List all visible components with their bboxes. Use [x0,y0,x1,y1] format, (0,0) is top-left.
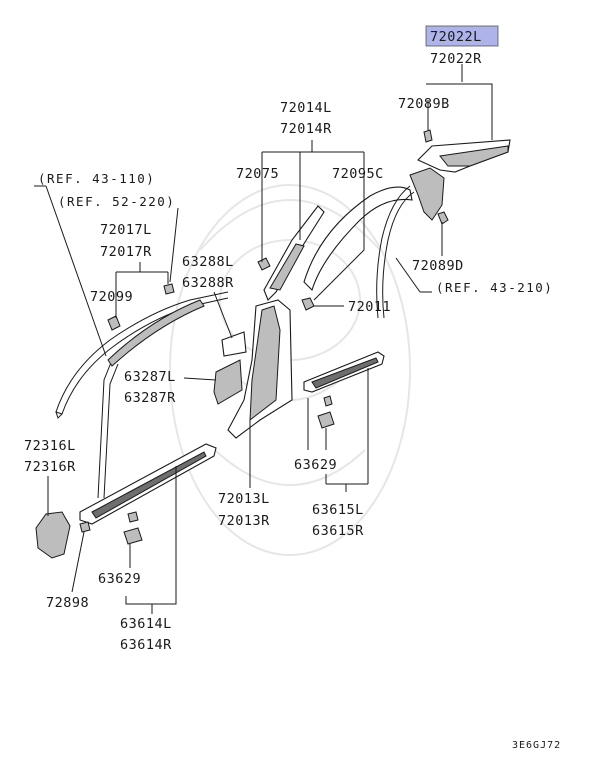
roof-trim-bracket [409,167,445,221]
label-72075[interactable]: 72075 [236,166,279,182]
front-weatherstrip-lower [97,359,113,499]
leader-lines [34,64,493,614]
center-pillar-lower-shade [249,305,281,422]
clip-72075[interactable] [257,257,271,271]
label-72011[interactable]: 72011 [348,299,391,315]
label-72014r[interactable]: 72014R [280,121,332,137]
clip-63629-rear[interactable] [317,411,335,429]
clip-63629-front-top [127,511,139,523]
ref-43-210[interactable]: (REF. 43-210) [436,280,553,295]
label-63615l[interactable]: 63615L [312,502,364,518]
label-72017l[interactable]: 72017L [100,222,152,238]
clip-72898[interactable] [79,521,91,533]
pillar-cover-63287[interactable] [213,359,243,405]
label-72089b[interactable]: 72089B [398,96,450,112]
label-72099[interactable]: 72099 [90,289,133,305]
label-72089d[interactable]: 72089D [412,258,464,274]
highlight-box [425,25,499,47]
label-63615r[interactable]: 63615R [312,523,364,539]
ref-52-220[interactable]: (REF. 52-220) [58,194,175,209]
roof-trim-shade [439,145,509,167]
label-63629-rear[interactable]: 63629 [294,457,337,473]
kick-panel-72316[interactable] [35,511,71,559]
label-72316r[interactable]: 72316R [24,459,76,475]
rear-scuff-plate-tread [311,357,379,389]
label-63288l[interactable]: 63288L [182,254,234,270]
a-pillar-trim-72017[interactable] [107,299,205,367]
door-weatherstrip-inner [376,185,411,319]
door-weatherstrip [382,191,415,319]
clip-72089b[interactable] [423,129,433,143]
label-72014l[interactable]: 72014L [280,100,332,116]
label-72013r[interactable]: 72013R [218,513,270,529]
diagram-code: 3E6GJ72 [512,740,561,751]
pillar-trim-72095c[interactable] [303,186,413,292]
label-72316l[interactable]: 72316L [24,438,76,454]
label-72013l[interactable]: 72013L [218,491,270,507]
ref-43-110[interactable]: (REF. 43-110) [38,171,155,186]
front-weatherstrip-lower-inner [103,363,119,499]
clip-72089d[interactable] [437,211,449,225]
label-72022l[interactable]: 72022L [430,29,482,45]
clip-72099[interactable] [107,315,121,331]
label-72095c[interactable]: 72095C [332,166,384,182]
front-pillar-shade [269,243,305,291]
clip-63629-front[interactable] [123,527,143,545]
clip-63629-rear-top [323,395,333,407]
label-72022r[interactable]: 72022R [430,51,482,67]
label-63288r[interactable]: 63288R [182,275,234,291]
clip-72017[interactable] [163,283,175,295]
clip-72011[interactable] [301,297,315,311]
label-63614l[interactable]: 63614L [120,616,172,632]
label-63287l[interactable]: 63287L [124,369,176,385]
front-weatherstrip-ahead [55,411,63,419]
label-63287r[interactable]: 63287R [124,390,176,406]
label-63614r[interactable]: 63614R [120,637,172,653]
label-72898[interactable]: 72898 [46,595,89,611]
front-scuff-plate-tread [91,451,207,519]
front-weatherstrip [55,291,229,413]
pillar-cover-63288[interactable] [221,331,247,357]
label-72017r[interactable]: 72017R [100,244,152,260]
label-63629-front[interactable]: 63629 [98,571,141,587]
